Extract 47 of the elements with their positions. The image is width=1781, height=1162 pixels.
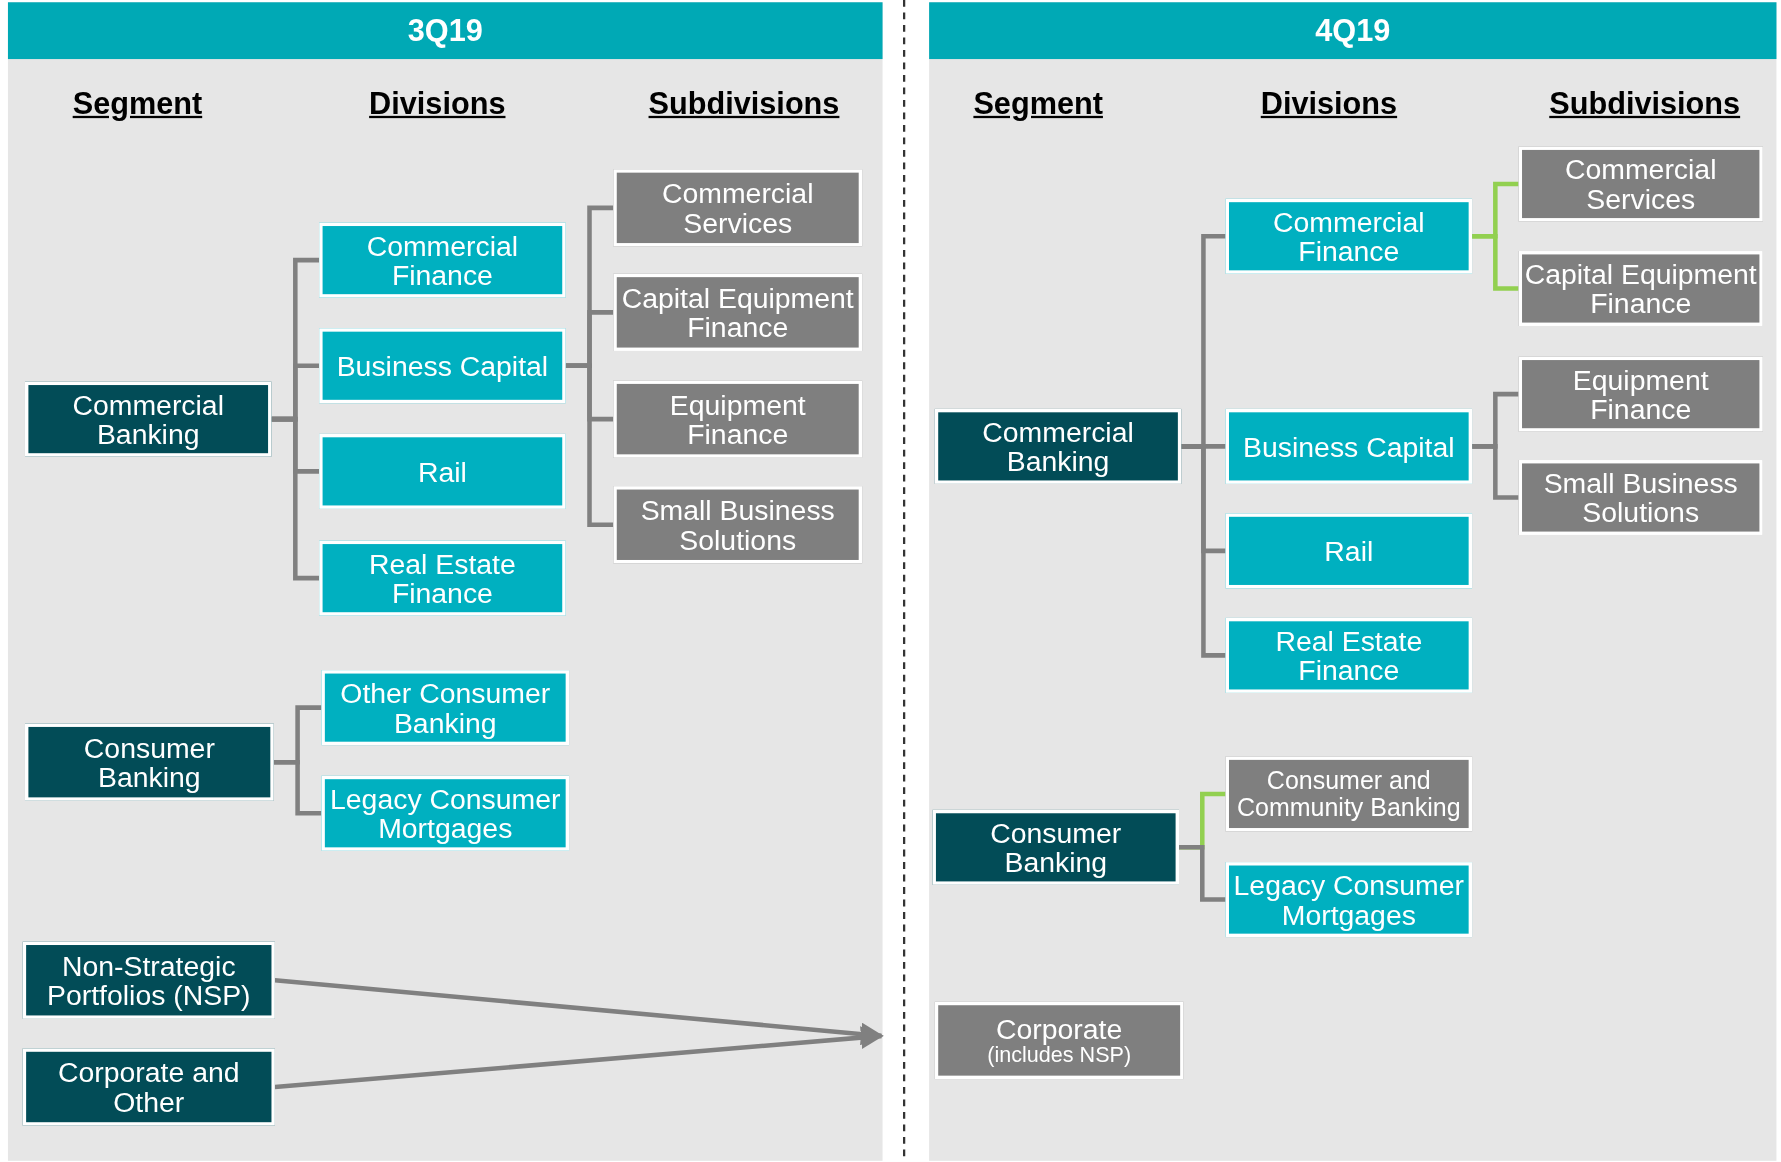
connector-line [1472, 234, 1519, 291]
column-heading: Divisions [1260, 86, 1398, 122]
segment-box: Consumer Banking [25, 723, 274, 801]
division-box: Legacy Consumer Mortgages [1225, 862, 1473, 938]
subdivision-box: Consumer and Community Banking [1225, 756, 1473, 832]
subdivision-box: Equipment Finance [613, 380, 863, 458]
arrow [274, 1026, 884, 1090]
division-box: Rail [1225, 513, 1473, 589]
division-box: Business Capital [1225, 408, 1473, 484]
box-note: (includes NSP) [987, 1044, 1132, 1067]
division-box: Real Estate Finance [1225, 617, 1473, 693]
panel-heading: 4Q19 [929, 2, 1777, 60]
division-box: Real Estate Finance [319, 540, 566, 616]
connector-line [565, 363, 614, 528]
connector-line [273, 759, 322, 816]
panel [929, 2, 1777, 1161]
connector-line [1472, 444, 1519, 500]
panel [7, 2, 883, 1161]
subdivision-box: Small Business Solutions [613, 486, 863, 564]
subdivision-box: Commercial Services [1518, 146, 1763, 222]
subdivision-box: Equipment Finance [1518, 356, 1763, 432]
connector-line [1179, 845, 1226, 902]
column-heading: Segment [72, 86, 203, 122]
column-heading: Segment [973, 86, 1103, 122]
subdivision-box: Capital Equipment Finance [1518, 251, 1763, 326]
column-heading: Divisions [369, 86, 506, 122]
segment-box: Commercial Banking [934, 408, 1182, 484]
division-box: Commercial Finance [1225, 198, 1473, 274]
division-box: Commercial Finance [319, 222, 566, 298]
division-box: Other Consumer Banking [321, 670, 570, 746]
subdivision-box [934, 1001, 1184, 1080]
division-box: Legacy Consumer Mortgages [321, 775, 570, 851]
segment-box: Corporate and Other [22, 1048, 275, 1126]
subdivision-box: Capital Equipment Finance [613, 273, 863, 351]
subdivision-box: Small Business Solutions [1518, 460, 1763, 535]
division-box: Rail [319, 433, 566, 509]
segment-box: Non-Strategic Portfolios (NSP) [22, 941, 275, 1019]
connector-line [271, 416, 320, 581]
arrow [274, 977, 884, 1046]
subdivision-box: Commercial Services [613, 169, 863, 247]
segment-box: Consumer Banking [932, 809, 1179, 885]
column-heading: Subdivisions [1549, 86, 1741, 122]
column-heading: Subdivisions [648, 86, 840, 122]
panel-heading: 3Q19 [7, 2, 883, 60]
segment-box: Commercial Banking [25, 381, 272, 457]
connector-line [1181, 444, 1226, 658]
division-box: Business Capital [319, 328, 566, 404]
